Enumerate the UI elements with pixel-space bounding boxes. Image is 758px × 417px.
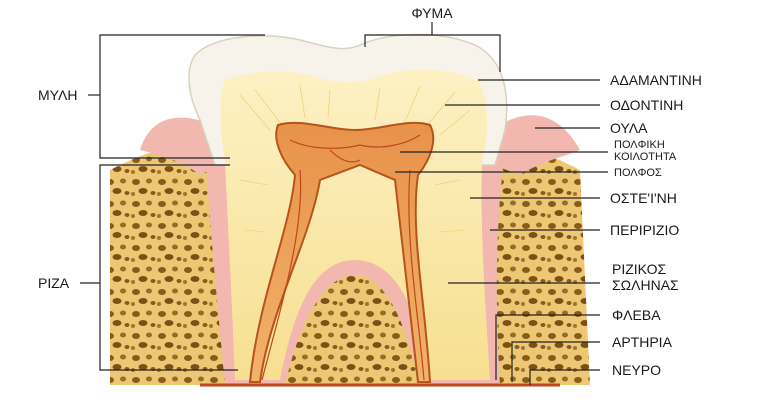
label-enamel: ΑΔΑΜΑΝΤΙΝΗ — [610, 72, 702, 88]
label-dentin: ΟΔΟΝΤΙΝΗ — [610, 97, 683, 113]
label-crown: ΜΥΛΗ — [38, 87, 77, 103]
label-pulp: ΠΟΛΦΟΣ — [614, 167, 662, 179]
label-artery: ΑΡΤΗΡΙΑ — [612, 334, 673, 350]
label-root-canal-2: ΣΩΛΗΝΑΣ — [612, 277, 679, 293]
label-periodontium: ΠΕΡΙΡΙΖΙΟ — [610, 222, 679, 238]
label-vein: ΦΛΕΒΑ — [612, 307, 661, 323]
label-root-canal-1: ΡΙΖΙΚΟΣ — [612, 261, 666, 277]
label-bone: ΟΣΤΕ'Ι'ΝΗ — [610, 190, 677, 206]
label-nerve: ΝΕΥΡΟ — [612, 362, 661, 378]
label-top: ΦΥΜΑ — [411, 5, 453, 21]
label-gum: ΟΥΛΑ — [610, 120, 648, 136]
label-root: ΡΙΖΑ — [38, 275, 70, 291]
label-pulp-cavity-1: ΠΟΛΦΙΚΗ — [614, 139, 665, 151]
label-pulp-cavity-2: ΚΟΙΛΟΤΗΤΑ — [614, 151, 677, 163]
